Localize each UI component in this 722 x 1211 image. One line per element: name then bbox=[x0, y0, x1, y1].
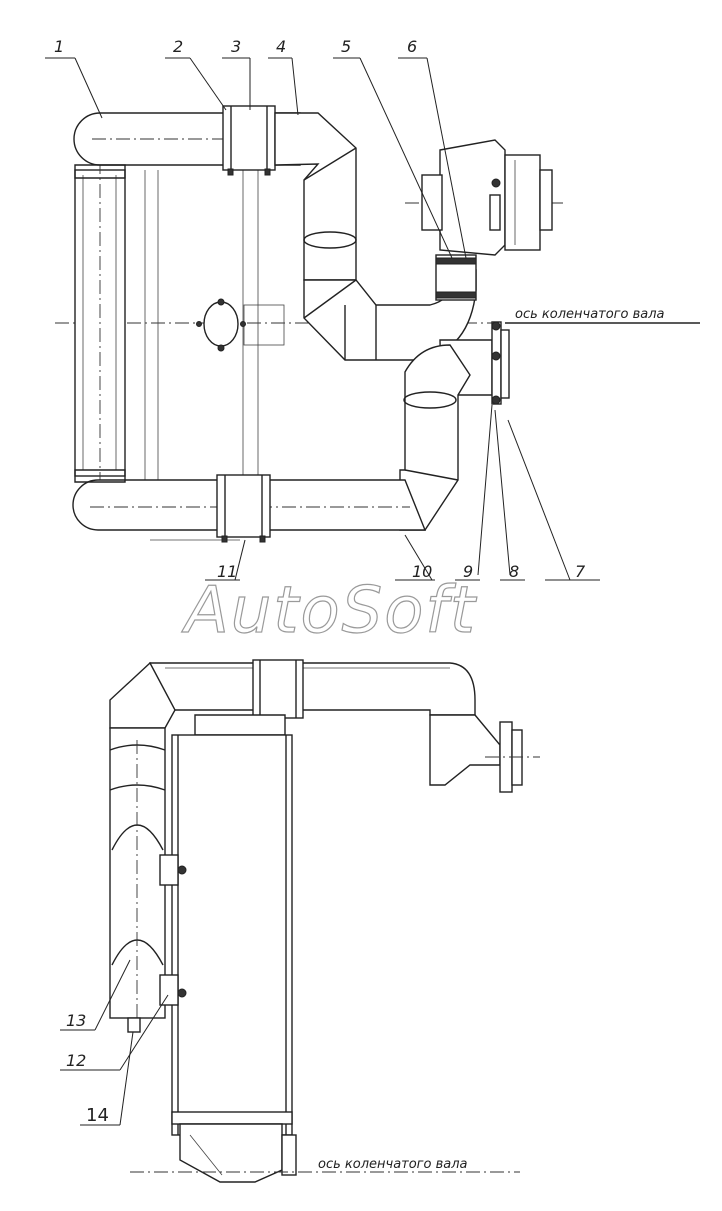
side-view: ось коленчатого вала 13 12 14 bbox=[60, 659, 540, 1183]
filler-cap bbox=[196, 298, 246, 352]
side-brackets bbox=[159, 854, 187, 1006]
callout-4: 4 bbox=[276, 37, 286, 56]
callout-leaders-top bbox=[45, 57, 600, 581]
callout-1: 1 bbox=[54, 37, 64, 56]
callout-7: 7 bbox=[575, 562, 586, 581]
side-elbow-flange bbox=[429, 714, 540, 793]
turbo-clamp bbox=[435, 254, 477, 301]
callout-2: 2 bbox=[173, 37, 183, 56]
callout-11: 11 bbox=[217, 562, 237, 581]
callout-10: 10 bbox=[412, 562, 432, 581]
side-muffler-body bbox=[171, 734, 293, 1136]
watermark: AutoSoft bbox=[181, 574, 478, 648]
crankshaft-axis-label-bottom: ось коленчатого вала bbox=[318, 1157, 468, 1172]
callout-13: 13 bbox=[66, 1011, 86, 1030]
top-view: ось коленчатого вала 1 2 3 4 5 6 7 8 9 1… bbox=[45, 37, 700, 581]
callout-labels-top: 1 2 3 4 5 6 7 8 9 10 11 bbox=[54, 37, 586, 581]
pipe-elbow-4 bbox=[274, 112, 357, 281]
muffler-body bbox=[74, 160, 126, 490]
side-vertical-pipe bbox=[109, 727, 166, 1033]
side-support-bracket bbox=[194, 714, 286, 736]
lower-clamp bbox=[216, 474, 271, 543]
turbocharger bbox=[421, 139, 553, 256]
callout-9: 9 bbox=[463, 562, 473, 581]
side-top-clamp bbox=[252, 659, 304, 719]
callout-labels-side: 13 12 14 bbox=[66, 1011, 109, 1126]
side-bottom-tray bbox=[179, 1123, 297, 1183]
callout-12: 12 bbox=[66, 1051, 86, 1070]
upper-clamp bbox=[222, 105, 276, 176]
callout-14: 14 bbox=[86, 1105, 109, 1126]
callout-8: 8 bbox=[509, 562, 519, 581]
callout-5: 5 bbox=[341, 37, 351, 56]
crankshaft-axis-label-top: ось коленчатого вала bbox=[515, 307, 665, 322]
callout-3: 3 bbox=[231, 37, 241, 56]
callout-6: 6 bbox=[407, 37, 417, 56]
side-top-pipe bbox=[109, 661, 476, 729]
callout-leaders-side bbox=[60, 959, 169, 1126]
